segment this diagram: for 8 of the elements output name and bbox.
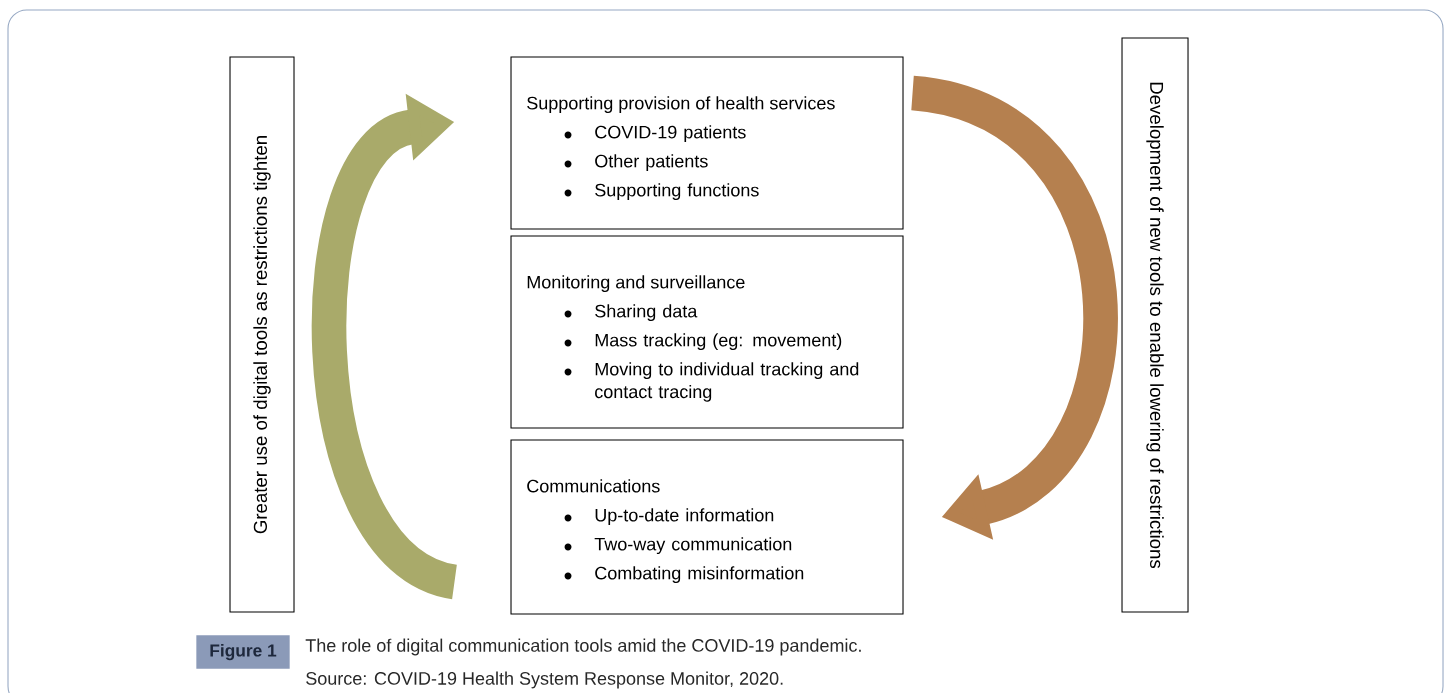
text-box: Development of new tools to enable lowering of restrictions — [1121, 37, 1189, 613]
source-note: Source: COVID-19 Health System Response Monitor, 2020. — [306, 671, 783, 689]
text-box: Communications Up-to-date information Two-way communication Combating misinformation — [510, 439, 904, 615]
text-box: Monitoring and surveillance Sharing data Mass tracking (eg: movement) Moving to individual tracking and contact tracing — [510, 235, 904, 429]
figure-badge: Figure 1 — [196, 635, 290, 669]
text-box: Supporting provision of health services COVID-19 patients Other patients Supporting functions — [510, 56, 904, 230]
text-box: Greater use of digital tools as restrictions tighten — [229, 56, 295, 613]
caption: The role of digital communication tools amid the COVID-19 pandemic. — [305, 638, 861, 656]
